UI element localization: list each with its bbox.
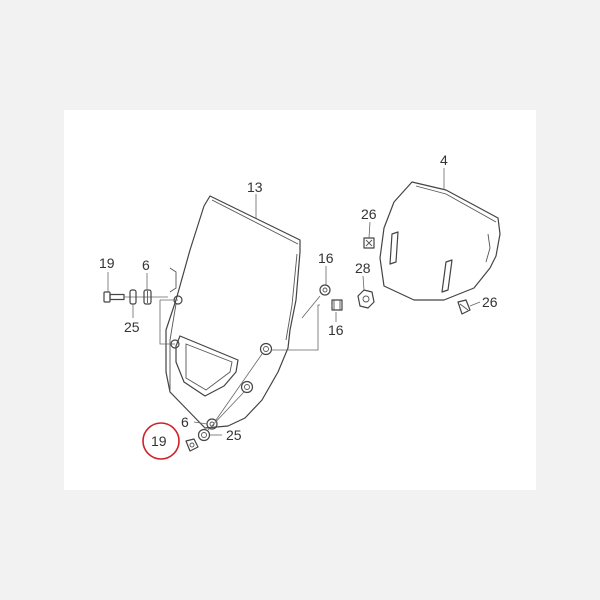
callout-grommet-lower: 16 (328, 322, 344, 338)
leader-lines (107, 168, 481, 436)
callout-windscreen: 13 (247, 179, 263, 195)
grommet-lower[interactable] (331, 299, 343, 311)
windscreen-outline (165, 195, 301, 429)
callout-bolt-bottom: 19 (151, 433, 167, 449)
windscreen-vent-inner (185, 343, 233, 391)
bolt-bottom[interactable] (185, 438, 199, 452)
highlight-ring (142, 422, 180, 460)
callout-washer-bottom: 6 (181, 414, 189, 430)
callout-clip-right: 26 (482, 294, 498, 310)
callout-nut-clip: 28 (355, 260, 371, 276)
collar-bottom[interactable] (197, 428, 211, 442)
windscreen-top-edge (211, 199, 299, 245)
callout-washer-left: 6 (142, 257, 150, 273)
clip-right[interactable] (457, 299, 471, 315)
windscreen-inner-edge (169, 303, 177, 390)
cover-outline (379, 181, 501, 301)
windscreen-tab (169, 267, 177, 293)
callout-bolt-left: 19 (99, 255, 115, 271)
callout-labels: 13 4 19 6 25 16 16 26 28 26 6 25 19 (99, 152, 498, 449)
bolt-left[interactable] (103, 291, 168, 303)
cover-part[interactable] (379, 181, 501, 301)
cover-slot-right (441, 259, 453, 293)
callout-clip-upper: 26 (361, 206, 377, 222)
cover-top-edge (415, 185, 497, 223)
cover-right-lip (485, 233, 491, 263)
washer-left[interactable] (143, 289, 152, 305)
windscreen-right-edge (285, 253, 298, 341)
clip-upper[interactable] (363, 237, 375, 249)
callout-grommet-upper: 16 (318, 250, 334, 266)
windscreen-vent-opening (175, 335, 239, 397)
diagram-panel: 13 4 19 6 25 16 16 26 28 26 6 25 19 (64, 110, 536, 490)
grommet-upper[interactable] (319, 284, 331, 296)
windscreen-part[interactable] (165, 195, 301, 429)
nut-clip[interactable] (357, 289, 375, 309)
cover-slot-left (389, 231, 399, 265)
callout-collar-left: 25 (124, 319, 140, 335)
callout-cover: 4 (440, 152, 448, 168)
callout-collar-bottom: 25 (226, 427, 242, 443)
